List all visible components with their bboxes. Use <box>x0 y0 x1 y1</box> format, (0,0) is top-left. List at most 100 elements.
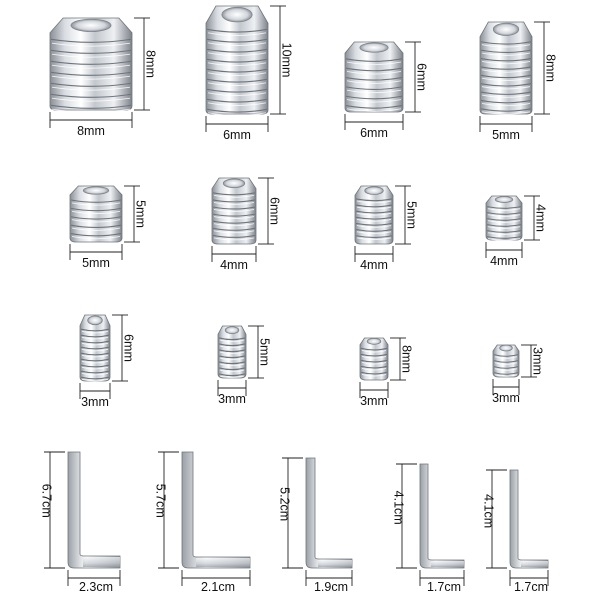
screw-height-label: 10mm <box>280 43 294 78</box>
key-length-label: 6.7cm <box>40 484 54 518</box>
thread-highlight <box>487 232 521 235</box>
thread-highlight <box>219 375 245 379</box>
thread-highlight <box>494 368 518 371</box>
thread-line <box>212 234 256 238</box>
screw-width-label: 8mm <box>77 124 105 138</box>
thread-line <box>486 212 522 215</box>
thread-line <box>355 216 393 220</box>
thread-line <box>206 28 268 33</box>
thread-line <box>212 220 256 224</box>
thread-highlight <box>81 372 109 376</box>
thread-highlight <box>487 214 521 217</box>
thread-line <box>218 355 246 359</box>
thread-line <box>360 353 388 357</box>
thread-highlight <box>207 32 267 36</box>
thread-highlight <box>207 62 267 66</box>
hex-socket-icon <box>364 186 384 195</box>
thread-line <box>80 370 110 374</box>
thread-line <box>80 334 110 338</box>
thread-line <box>218 337 246 341</box>
thread-highlight <box>361 367 387 371</box>
hex-key-foot <box>196 558 250 567</box>
hex-key-body <box>67 451 121 569</box>
key-length-label: 4.1cm <box>392 491 406 525</box>
screw-height-label: 6mm <box>415 63 429 91</box>
thread-line <box>480 99 532 104</box>
thread-highlight <box>356 237 392 241</box>
screw-height-label: 8mm <box>400 345 414 373</box>
thread-highlight <box>213 194 255 198</box>
thread-line <box>355 204 393 208</box>
thread-line <box>80 328 110 332</box>
hex-socket-icon <box>222 178 246 189</box>
thread-highlight <box>81 330 109 334</box>
screw-height-label: 5mm <box>405 201 419 229</box>
thread-highlight <box>481 69 531 73</box>
key-length-label: 5.2cm <box>278 487 292 521</box>
hex-key-foot <box>521 561 548 567</box>
thread-line <box>480 66 532 70</box>
thread-highlight <box>207 92 267 96</box>
thread-line <box>80 352 110 356</box>
thread-line <box>360 371 388 375</box>
screw-width-label: 3mm <box>81 395 109 409</box>
thread-highlight <box>361 373 387 377</box>
hex-key-foot <box>318 560 352 567</box>
thread-line <box>480 74 532 79</box>
screw-body <box>485 195 523 241</box>
thread-highlight <box>219 357 245 361</box>
thread-highlight <box>207 102 267 106</box>
key-foot-label: 1.9cm <box>314 580 348 594</box>
hex-key-body <box>305 457 353 569</box>
thread-highlight <box>207 52 267 56</box>
key-foot-label: 2.1cm <box>201 580 235 594</box>
hex-socket-icon <box>221 7 253 23</box>
thread-highlight <box>213 237 255 241</box>
thread-line <box>480 49 532 53</box>
thread-line <box>70 216 122 220</box>
thread-line <box>355 222 393 226</box>
thread-highlight <box>346 99 402 103</box>
hex-socket-icon <box>494 196 514 203</box>
thread-highlight <box>361 355 387 359</box>
hex-socket-icon <box>224 326 240 335</box>
thread-highlight <box>481 61 531 65</box>
thread-highlight <box>346 108 402 112</box>
thread-line <box>206 108 268 113</box>
thread-line <box>80 376 110 380</box>
screw-width-label: 6mm <box>360 126 388 140</box>
thread-highlight <box>361 349 387 353</box>
thread-highlight <box>219 351 245 355</box>
thread-highlight <box>207 112 267 116</box>
screw-width-label: 3mm <box>360 394 388 408</box>
screw-height-label: 6mm <box>122 334 136 362</box>
thread-line <box>50 60 132 65</box>
thread-line <box>218 349 246 353</box>
thread-line <box>50 38 132 43</box>
screw-width-label: 4mm <box>220 258 248 272</box>
screw-body <box>344 41 404 113</box>
thread-highlight <box>346 80 402 84</box>
thread-line <box>206 98 268 103</box>
thread-highlight <box>356 219 392 222</box>
thread-highlight <box>71 227 121 231</box>
thread-highlight <box>51 108 131 113</box>
hex-key: 5.2cm 1.9cm <box>278 457 353 594</box>
thread-highlight <box>487 208 521 211</box>
hex-socket-icon <box>492 22 520 36</box>
thread-highlight <box>219 363 245 367</box>
thread-highlight <box>481 94 531 98</box>
thread-highlight <box>481 86 531 90</box>
set-screw: 8mm 8mm <box>49 17 158 138</box>
key-foot-label: 1.7cm <box>427 580 461 594</box>
screw-height-label: 8mm <box>144 50 158 78</box>
screw-height-label: 5mm <box>134 200 148 228</box>
thread-highlight <box>356 206 392 210</box>
thread-line <box>480 41 532 45</box>
thread-line <box>206 78 268 83</box>
